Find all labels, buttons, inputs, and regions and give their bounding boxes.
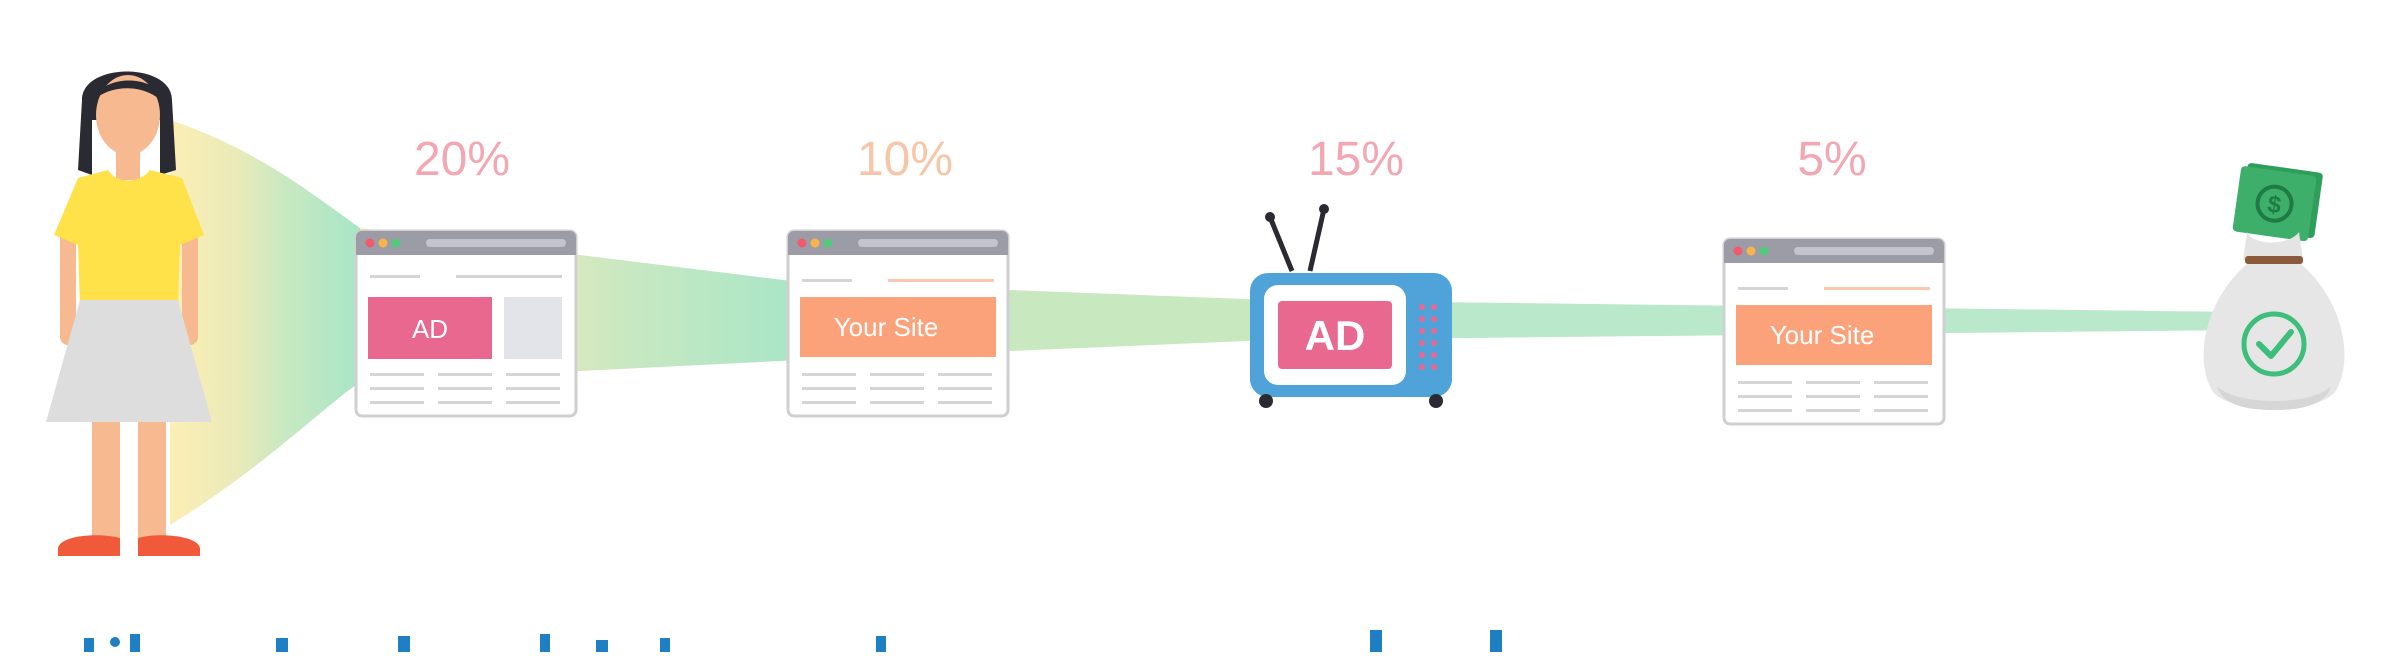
- browser-window-your-site-1: Your Site: [786, 229, 1010, 418]
- ad-banner-label: AD: [412, 314, 448, 344]
- browser-window-ad: AD: [354, 229, 578, 418]
- svg-text:$: $: [2266, 191, 2284, 220]
- step-2-percent: 10%: [857, 133, 953, 186]
- cropped-caption-fragment: [84, 630, 1502, 652]
- step-1-percent: 20%: [414, 133, 510, 186]
- woman-icon: [46, 71, 212, 556]
- ad-banner: [368, 297, 492, 359]
- money-bag-icon: $: [2203, 163, 2345, 410]
- step-3-percent: 15%: [1308, 133, 1404, 186]
- check-circle-icon: [2241, 311, 2307, 377]
- your-site-banner: [800, 297, 996, 357]
- percent-labels: 20% 10% 15% 5%: [414, 133, 1867, 186]
- tv-ad-label: AD: [1305, 312, 1366, 359]
- tv-ad-screen: [1278, 301, 1392, 369]
- step-4-percent: 5%: [1797, 133, 1866, 186]
- browser-window-your-site-2: Your Site: [1722, 237, 1946, 426]
- your-site-banner-label: Your Site: [834, 312, 939, 342]
- your-site-banner: [1736, 305, 1932, 365]
- your-site-banner-label: Your Site: [1770, 320, 1875, 350]
- tv-icon: AD: [1250, 204, 1452, 408]
